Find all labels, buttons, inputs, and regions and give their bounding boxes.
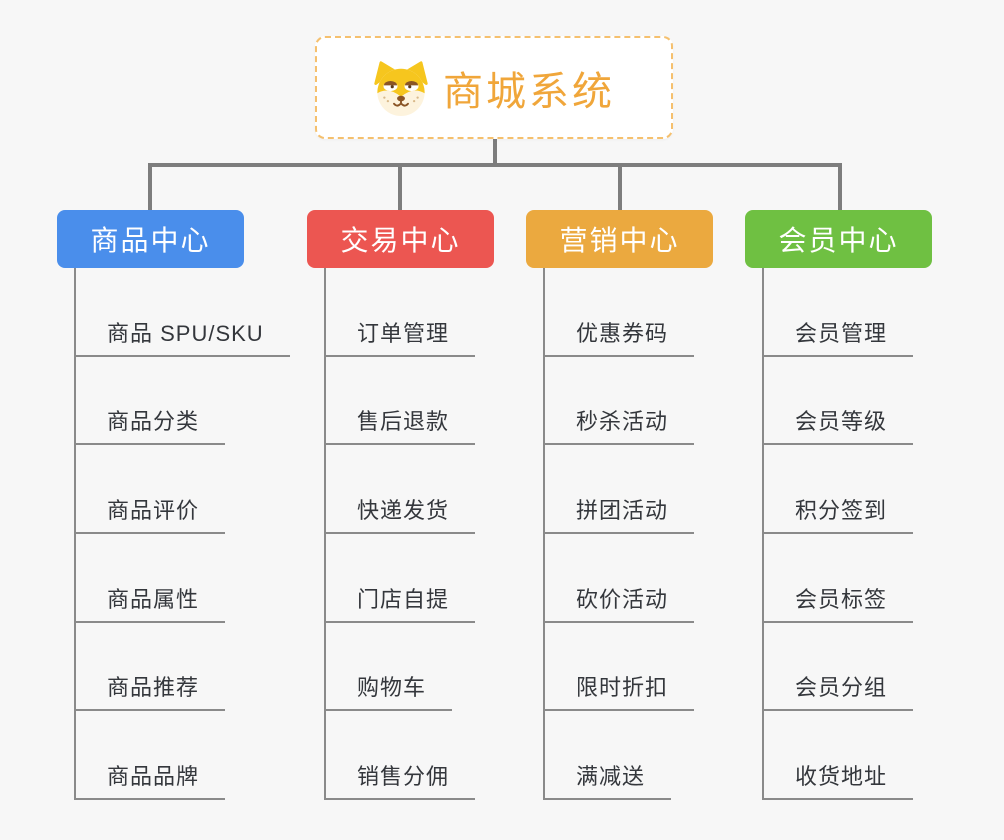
subtopic-label: 会员管理	[762, 316, 914, 357]
dog-face-icon	[374, 60, 428, 116]
subtopic-label: 收货地址	[762, 759, 914, 800]
branch-node-products[interactable]: 商品中心	[57, 210, 244, 268]
subtopic[interactable]: 优惠券码	[526, 268, 776, 357]
subtopic-label: 会员分组	[762, 670, 914, 712]
subtopic[interactable]: 砍价活动	[526, 534, 776, 623]
subtopic[interactable]: 售后退款	[307, 357, 557, 446]
branch-label: 商品中心	[90, 225, 211, 256]
subtopic-label: 门店自提	[324, 582, 476, 623]
subtopic[interactable]: 限时折扣	[526, 623, 776, 712]
subtopic[interactable]: 门店自提	[307, 534, 557, 623]
connector-drop-marketing	[618, 163, 622, 210]
subtopic-label: 商品 SPU/SKU	[74, 316, 290, 357]
subtopic[interactable]: 会员等级	[745, 357, 995, 446]
subtopic[interactable]: 商品分类	[57, 357, 307, 446]
connector-drop-products	[148, 163, 152, 210]
subtopic[interactable]: 购物车	[307, 623, 557, 712]
subtopic[interactable]: 商品 SPU/SKU	[57, 268, 307, 357]
branch-label: 交易中心	[340, 225, 461, 256]
connector-drop-trade	[398, 163, 402, 210]
subtopic-label: 会员标签	[762, 582, 914, 623]
root-title: 商城系统	[443, 69, 615, 114]
subtopic[interactable]: 会员管理	[745, 268, 995, 357]
subtopic[interactable]: 收货地址	[745, 711, 995, 800]
subtopic-label: 商品推荐	[74, 670, 226, 712]
subtopic[interactable]: 商品品牌	[57, 711, 307, 800]
subtopic[interactable]: 订单管理	[307, 268, 557, 357]
connector-rail	[148, 163, 842, 167]
branch-label: 营销中心	[559, 225, 680, 256]
branch-label: 会员中心	[778, 225, 899, 256]
subtopic-label: 订单管理	[324, 316, 476, 357]
subtopic-label: 售后退款	[324, 404, 476, 446]
subtopic-label: 满减送	[543, 759, 672, 800]
subtopic[interactable]: 商品属性	[57, 534, 307, 623]
subtopic-column-marketing: 优惠券码 秒杀活动 拼团活动 砍价活动 限时折扣 满减送	[526, 268, 776, 800]
subtopic-label: 优惠券码	[543, 316, 695, 357]
subtopic-label: 购物车	[324, 670, 453, 712]
subtopic-label: 快递发货	[324, 493, 476, 534]
subtopic[interactable]: 会员分组	[745, 623, 995, 712]
branch-node-marketing[interactable]: 营销中心	[526, 210, 713, 268]
root-topic[interactable]: 商城系统	[315, 36, 673, 139]
subtopic-label: 销售分佣	[324, 759, 476, 800]
column-connector-line	[762, 268, 764, 800]
subtopic[interactable]: 会员标签	[745, 534, 995, 623]
subtopic[interactable]: 拼团活动	[526, 445, 776, 534]
subtopic-label: 拼团活动	[543, 493, 695, 534]
subtopic[interactable]: 商品推荐	[57, 623, 307, 712]
connector-drop-members	[838, 163, 842, 210]
subtopic[interactable]: 销售分佣	[307, 711, 557, 800]
column-connector-line	[543, 268, 545, 800]
subtopic-label: 商品品牌	[74, 759, 226, 800]
connector-root-stub	[493, 139, 497, 167]
subtopic-label: 商品分类	[74, 404, 226, 446]
column-connector-line	[74, 268, 76, 800]
subtopic[interactable]: 商品评价	[57, 445, 307, 534]
subtopic[interactable]: 秒杀活动	[526, 357, 776, 446]
subtopic-label: 会员等级	[762, 404, 914, 446]
subtopic-column-members: 会员管理 会员等级 积分签到 会员标签 会员分组 收货地址	[745, 268, 995, 800]
subtopic-label: 限时折扣	[543, 670, 695, 712]
subtopic[interactable]: 快递发货	[307, 445, 557, 534]
subtopic-column-trade: 订单管理 售后退款 快递发货 门店自提 购物车 销售分佣	[307, 268, 557, 800]
column-connector-line	[324, 268, 326, 800]
subtopic-label: 秒杀活动	[543, 404, 695, 446]
subtopic[interactable]: 满减送	[526, 711, 776, 800]
subtopic[interactable]: 积分签到	[745, 445, 995, 534]
branch-node-trade[interactable]: 交易中心	[307, 210, 494, 268]
subtopic-label: 积分签到	[762, 493, 914, 534]
subtopic-label: 砍价活动	[543, 582, 695, 623]
branch-node-members[interactable]: 会员中心	[745, 210, 932, 268]
subtopic-label: 商品评价	[74, 493, 226, 534]
subtopic-label: 商品属性	[74, 582, 226, 623]
subtopic-column-products: 商品 SPU/SKU 商品分类 商品评价 商品属性 商品推荐 商品品牌	[57, 268, 307, 800]
